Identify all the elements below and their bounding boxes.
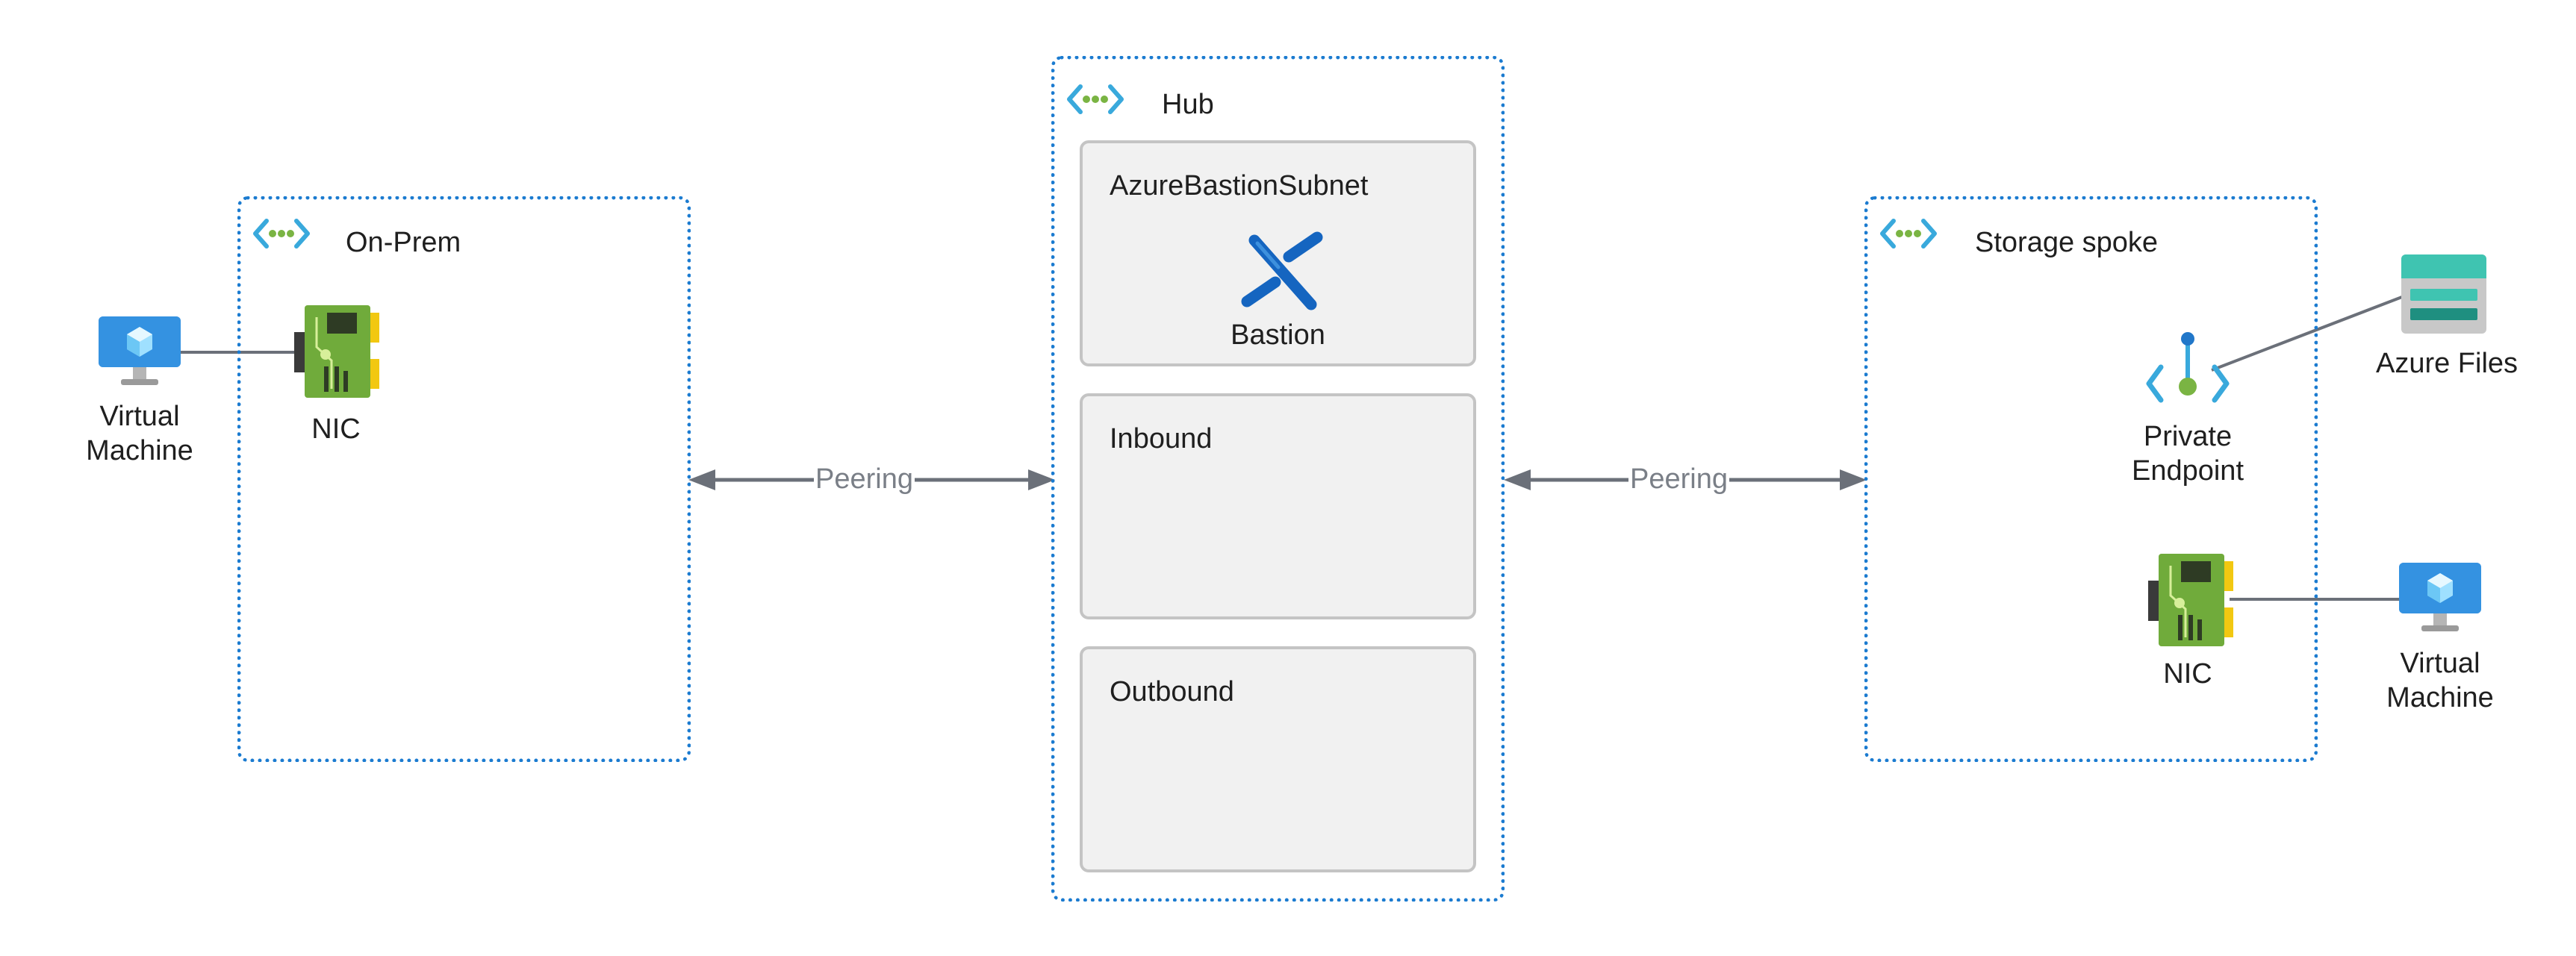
subnet-title: Outbound (1110, 676, 1234, 707)
nic-icon[interactable] (294, 302, 382, 398)
peering-right-label: Peering (1628, 463, 1729, 496)
vnet-icon (1067, 82, 1124, 116)
bastion-label: Bastion (1231, 319, 1325, 351)
subnet-azure-bastion[interactable]: AzureBastionSubnet Bastion (1080, 140, 1476, 366)
virtual-machine-icon[interactable] (2396, 560, 2484, 637)
subnet-inbound[interactable]: Inbound (1080, 393, 1476, 619)
vnet-icon (1880, 216, 1937, 251)
vnet-title: Storage spoke (1975, 227, 2159, 258)
vnet-storage-spoke[interactable]: Storage spoke (1864, 196, 2318, 762)
peering-left-label: Peering (814, 463, 915, 496)
azure-files-icon[interactable] (2400, 252, 2488, 337)
vnet-title: On-Prem (346, 227, 461, 258)
azure-files-label: Azure Files (2375, 348, 2519, 379)
vnet-onprem[interactable]: On-Prem (237, 196, 691, 762)
subnet-title: Inbound (1110, 423, 1213, 454)
onprem-vm-label: Virtual Machine (86, 401, 193, 466)
nic-icon[interactable] (2148, 551, 2236, 646)
onprem-nic-label: NIC (311, 413, 361, 445)
subnet-outbound[interactable]: Outbound (1080, 646, 1476, 872)
private-endpoint-label: Private Endpoint (2131, 421, 2244, 487)
spoke-nic-label: NIC (2163, 658, 2212, 690)
vnet-hub[interactable]: Hub (1051, 56, 1505, 902)
bastion-icon[interactable] (1238, 227, 1326, 315)
subnet-title: AzureBastionSubnet (1110, 170, 1369, 201)
virtual-machine-icon[interactable] (96, 313, 184, 391)
vnet-icon (253, 216, 310, 251)
vnet-title: Hub (1162, 89, 1214, 120)
spoke-vm-label: Virtual Machine (2386, 648, 2494, 713)
pe-files-link (2211, 294, 2407, 372)
private-endpoint-icon[interactable] (2143, 328, 2233, 410)
